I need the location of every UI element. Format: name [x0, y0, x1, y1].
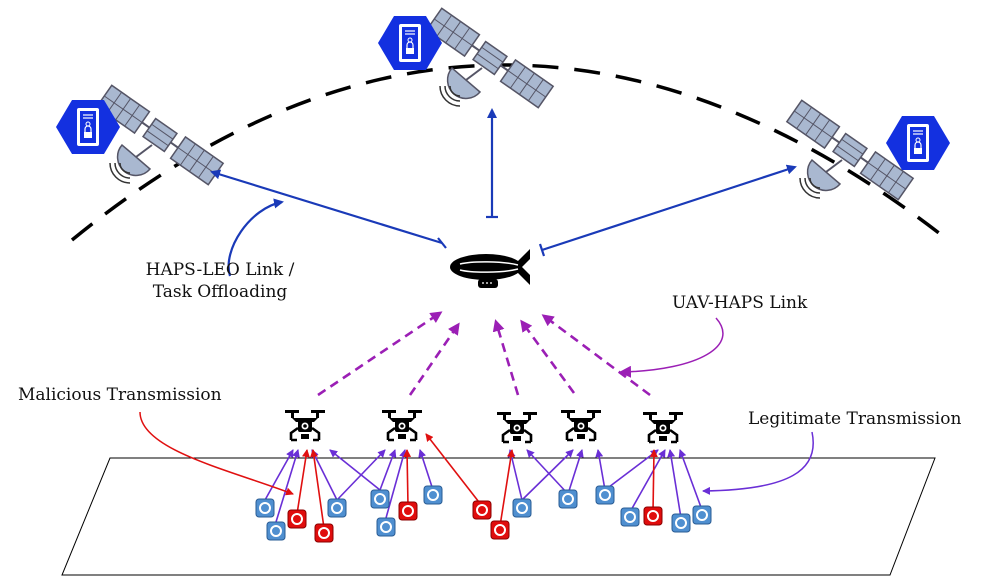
ground-plane — [61, 457, 936, 576]
iot-device-icon — [255, 498, 275, 518]
iot-device-icon — [327, 498, 347, 518]
satellite-icon — [425, 7, 555, 109]
iot-device-icon — [692, 505, 712, 525]
drone-icon — [641, 410, 685, 444]
iot-device-icon — [595, 485, 615, 505]
malicious-links — [296, 433, 658, 529]
iot-device-icon — [490, 520, 510, 540]
iot-device-icon — [287, 509, 307, 529]
drone-icon — [380, 408, 424, 442]
iot-device-icon — [671, 513, 691, 533]
iot-device-icon — [620, 507, 640, 527]
haps-leo-label-line1: HAPS-LEO Link / — [145, 260, 295, 280]
iot-device-icon — [314, 523, 334, 543]
drone-icon — [495, 410, 539, 444]
iot-device-icon — [643, 506, 663, 526]
satellite-icon — [95, 84, 225, 186]
legitimate-label-arrow — [702, 431, 814, 495]
haps-leo-label-line2: Task Offloading — [152, 282, 288, 302]
drone-icon — [559, 408, 603, 442]
iot-device-icon — [376, 517, 396, 537]
legitimate-transmission-label: Legitimate Transmission — [748, 409, 962, 429]
uav-haps-link-label: UAV-HAPS Link — [672, 293, 808, 313]
iot-device-icon — [558, 489, 578, 509]
haps-leo-link-label: HAPS-LEO Link / Task Offloading — [120, 259, 320, 303]
uav-haps-links — [317, 311, 651, 397]
haps-leo-links — [210, 108, 797, 277]
iot-device-icon — [472, 500, 492, 520]
server-lock-icon — [885, 115, 951, 171]
iot-device-icon — [423, 485, 443, 505]
malicious-label-arrow — [139, 411, 294, 496]
uav-haps-label-arrow — [619, 317, 724, 378]
iot-device-icon — [398, 501, 418, 521]
legitimate-links — [264, 449, 703, 523]
iot-device-icon — [370, 489, 390, 509]
malicious-transmission-label: Malicious Transmission — [18, 385, 222, 405]
airship-icon — [450, 249, 530, 288]
iot-device-icon — [266, 521, 286, 541]
orbit-arc — [70, 63, 950, 242]
iot-device-icon — [512, 498, 532, 518]
drone-icon — [283, 408, 327, 442]
